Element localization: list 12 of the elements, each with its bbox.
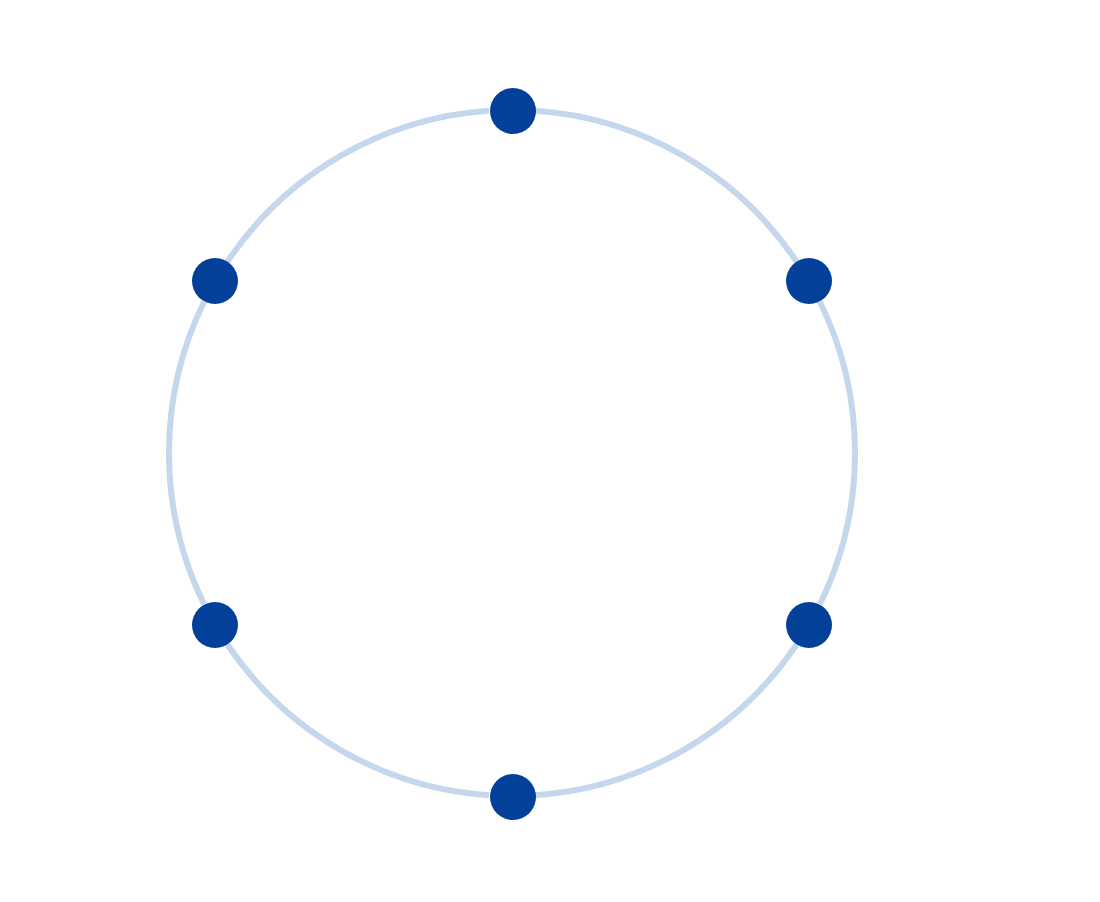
dot-marker	[191, 258, 238, 305]
ring-arc	[534, 107, 800, 264]
dot-marker	[786, 258, 833, 305]
ring-arc	[166, 300, 207, 606]
dot-marker	[489, 87, 535, 133]
ring-arc	[224, 642, 490, 799]
ring-arc	[817, 300, 858, 606]
ring-arc	[534, 642, 800, 799]
dot-marker	[786, 601, 833, 648]
dot-marker	[489, 773, 535, 819]
dot-marker	[191, 601, 238, 648]
ring-arc	[224, 107, 490, 264]
